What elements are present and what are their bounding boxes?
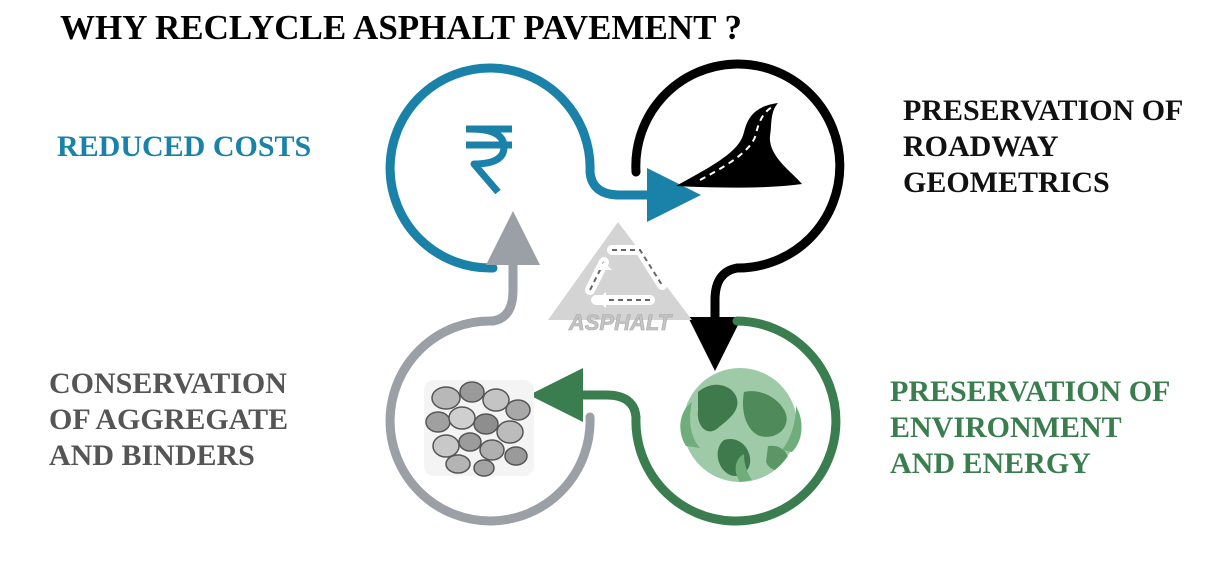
label-line: ENVIRONMENT: [890, 411, 1122, 444]
label-line: PRESERVATION OF: [903, 94, 1184, 127]
label-line: CONSERVATION: [49, 367, 287, 400]
label-line: REDUCED COSTS: [57, 130, 312, 163]
label-line: GEOMETRICS: [903, 166, 1110, 199]
earth-globe-icon: [680, 368, 802, 482]
label-roadway-geometrics: PRESERVATION OF ROADWAY GEOMETRICS: [903, 93, 1183, 201]
recycle-icon: [548, 222, 692, 320]
label-line: ROADWAY: [903, 130, 1059, 163]
label-aggregate-binders: CONSERVATION OF AGGREGATE AND BINDERS: [49, 366, 288, 474]
cycle-arc-blue: [385, 63, 701, 273]
label-line: PRESERVATION OF: [890, 375, 1171, 408]
label-line: OF AGGREGATE: [49, 403, 289, 436]
rupee-icon: [466, 125, 512, 195]
road-icon: [676, 103, 802, 188]
asphalt-logo-text: ASPHALT: [568, 310, 673, 335]
cycle-arc-green: [529, 316, 841, 526]
label-line: AND BINDERS: [49, 439, 255, 472]
label-reduced-costs: REDUCED COSTS: [57, 129, 311, 165]
aggregate-stones-icon: [424, 380, 534, 477]
label-line: AND ENERGY: [890, 447, 1091, 480]
cycle-arc-black: [631, 59, 845, 371]
page-title: WHY RECLYCLE ASPHALT PAVEMENT ?: [60, 8, 743, 47]
label-environment-energy: PRESERVATION OF ENVIRONMENT AND ENERGY: [890, 374, 1170, 482]
cycle-arc-gray: [385, 211, 595, 526]
